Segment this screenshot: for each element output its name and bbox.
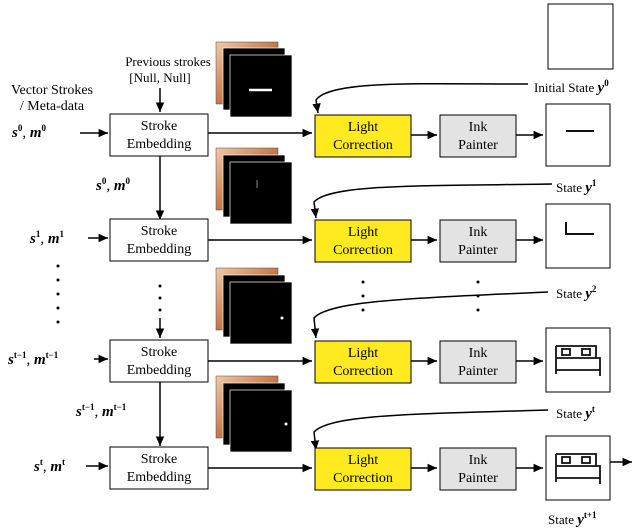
row-2-embed-label: Stroke	[141, 224, 178, 239]
row-1-state-canvas	[545, 103, 611, 167]
row-3-light-label-2: Correction	[333, 364, 393, 379]
row-2-light-correction	[314, 219, 412, 263]
row-3-bed-sketch	[555, 345, 601, 376]
row-3-embed-label: Stroke	[141, 345, 178, 360]
row-2-feedback-curve	[310, 183, 553, 219]
row-2-input: s1, m1	[29, 229, 65, 247]
row-3-ink-label-2: Painter	[458, 364, 498, 379]
row-1-light-label-2: Correction	[333, 138, 393, 153]
row-2-ink-painter	[439, 219, 517, 263]
meta-data-label: / Meta-data	[20, 99, 85, 114]
row-1: s0, m0 Stroke Embedding Light Correction…	[11, 41, 611, 196]
row-1-embed-label: Stroke	[141, 119, 178, 134]
row-4-ink-painter	[439, 447, 517, 491]
row-3-stroke-embedding	[109, 339, 209, 383]
row-3: st−1, mt−1 Stroke Embedding Light Correc…	[7, 267, 611, 422]
row-3-feedback-curve	[310, 291, 549, 339]
row-4-stroke-embedding	[109, 446, 209, 490]
row-4-input: st, mt	[33, 457, 65, 475]
row-4-feature-maps	[215, 375, 293, 453]
row-2-embed-label-2: Embedding	[127, 242, 192, 257]
row-3-input: st−1, mt−1	[7, 350, 59, 368]
initial-state-label: Initial State y0	[534, 78, 609, 96]
row-4-light-label: Light	[348, 453, 378, 468]
row-4-feedback-curve	[310, 409, 549, 451]
row-2-ink-label-2: Painter	[458, 243, 498, 258]
row-4-light-correction	[314, 447, 412, 491]
row-3-light-correction	[314, 340, 412, 384]
row-4-state-label: State yt+1	[548, 510, 597, 528]
row-1-ink-label-2: Painter	[458, 138, 498, 153]
between-label-2: st−1, mt−1	[75, 402, 127, 420]
row-1-feedback-curve	[312, 82, 529, 114]
row-1-ink-label: Ink	[469, 120, 488, 135]
row-4-embed-label-2: Embedding	[127, 470, 192, 485]
row-3-feature-maps	[215, 267, 293, 345]
row-2-state-label: State y2	[556, 284, 597, 302]
row-1-state-label: State y1	[556, 178, 597, 196]
row-1-input: s0, m0	[11, 123, 47, 141]
row-1-embed-label-2: Embedding	[127, 137, 192, 152]
row-1-light-label: Light	[348, 120, 378, 135]
row-4-light-label-2: Correction	[333, 471, 393, 486]
row-2-light-label: Light	[348, 225, 378, 240]
initial-state-canvas	[547, 3, 614, 70]
previous-strokes-value: [Null, Null]	[129, 70, 190, 85]
previous-strokes-label: Previous strokes	[125, 54, 211, 69]
row-3-ink-label: Ink	[469, 346, 488, 361]
row-1-stroke-embedding	[109, 113, 209, 157]
row-2-stroke-embedding	[109, 218, 209, 262]
row-1-ink-painter	[439, 114, 517, 158]
row-4-embed-label: Stroke	[141, 452, 178, 467]
between-label-1: s0, m0	[95, 176, 131, 194]
row-3-embed-label-2: Embedding	[127, 363, 192, 378]
row-2: s1, m1 Stroke Embedding Light Correction…	[29, 147, 611, 302]
row-4-bed-sketch	[555, 453, 601, 484]
vector-strokes-label: Vector Strokes	[11, 83, 93, 98]
row-2-state-canvas	[545, 203, 611, 269]
row-2-feature-maps	[215, 147, 293, 225]
row-1-feature-maps	[215, 41, 293, 118]
row-2-ink-label: Ink	[469, 225, 488, 240]
row-4: st, mt Stroke Embedding Light Correction…	[33, 375, 632, 528]
row-3-light-label: Light	[348, 346, 378, 361]
row-3-ink-painter	[439, 340, 517, 384]
row-1-light-correction	[314, 114, 412, 158]
row-2-light-label-2: Correction	[333, 243, 393, 258]
row-4-ink-label-2: Painter	[458, 471, 498, 486]
row-4-ink-label: Ink	[469, 453, 488, 468]
row-3-state-label: State yt	[556, 404, 595, 422]
